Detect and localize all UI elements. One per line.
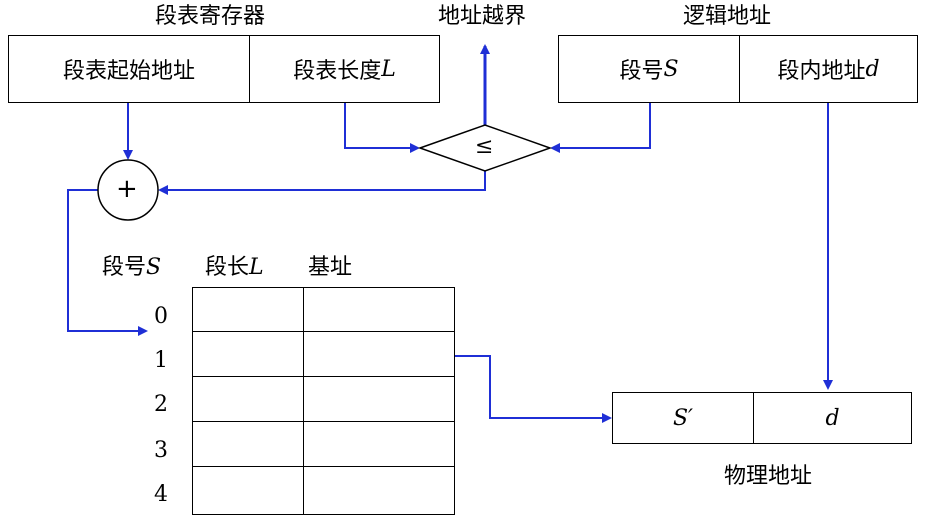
table-cell	[303, 466, 455, 515]
table-row-index-4: 4	[154, 482, 168, 507]
table-cell	[303, 287, 455, 333]
arrow-adder-to-table	[67, 189, 148, 336]
comparator-diamond	[417, 124, 553, 172]
logical-segno-prefix: 段号	[619, 59, 664, 84]
adder-circle	[97, 159, 159, 221]
table-cell	[192, 287, 305, 333]
physical-offset-cell: d	[753, 393, 911, 443]
adder-symbol: +	[116, 174, 138, 204]
comparator-symbol: ≤	[475, 134, 494, 159]
arrow-base-to-physical	[455, 355, 612, 423]
table-row-index-2: 2	[154, 392, 168, 417]
register-length-var: L	[381, 56, 396, 82]
table-cell	[192, 421, 305, 468]
table-header-length-prefix: 段长	[205, 255, 250, 280]
table-header-length-var: L	[249, 255, 264, 280]
segment-table	[192, 287, 455, 515]
table-header-length: 段长L	[205, 257, 264, 279]
table-row-index-0: 0	[154, 304, 168, 329]
register-start-cell: 段表起始地址	[62, 59, 195, 84]
logical-address-title: 逻辑地址	[683, 4, 772, 29]
arrow-comparator-to-adder	[158, 171, 486, 195]
table-cell	[303, 376, 455, 423]
table-cell	[303, 331, 455, 378]
table-header-segno-prefix: 段号	[102, 255, 147, 280]
arrow-segno-to-comparator	[550, 103, 651, 153]
table-cell	[192, 466, 305, 515]
table-row-index-3: 3	[154, 438, 168, 463]
table-cell	[303, 421, 455, 468]
table-header-segno-var: S	[146, 255, 162, 280]
table-header-segno: 段号S	[102, 257, 161, 279]
physical-address-caption: 物理地址	[724, 464, 813, 489]
logical-offset-var: d	[865, 56, 880, 82]
table-cell	[192, 376, 305, 423]
table-cell	[192, 331, 305, 378]
arrow-length-to-comparator	[344, 103, 420, 153]
physical-address-box: S′ d	[612, 392, 912, 444]
register-length-prefix: 段表长度	[293, 59, 382, 84]
physical-base-cell: S′	[672, 405, 694, 431]
logical-offset-prefix: 段内地址	[777, 59, 866, 84]
register-title: 段表寄存器	[155, 4, 266, 29]
table-header-base: 基址	[308, 255, 353, 280]
table-row-index-1: 1	[154, 348, 168, 373]
overflow-label: 地址越界	[438, 4, 527, 29]
logical-segno-var: S	[663, 56, 679, 82]
